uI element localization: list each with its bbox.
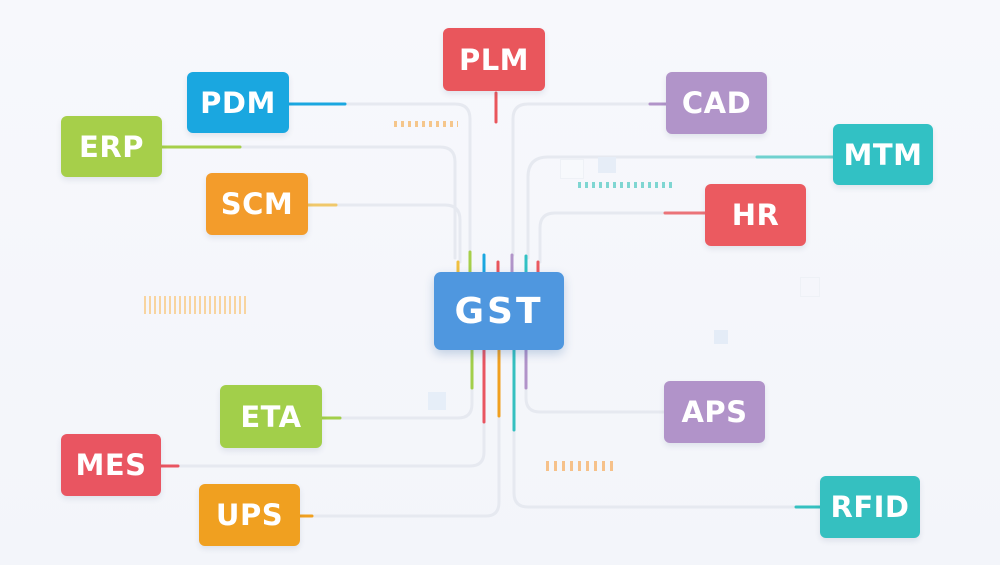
system-node-ups[interactable]: UPS (199, 484, 300, 546)
decor-stripes (144, 296, 246, 314)
decor-square (428, 392, 446, 410)
system-node-aps[interactable]: APS (664, 381, 765, 443)
system-node-mtm[interactable]: MTM (833, 124, 933, 185)
decor-dots (394, 121, 458, 127)
decor-square (714, 330, 728, 344)
decor-square (598, 157, 616, 173)
system-node-cad[interactable]: CAD (666, 72, 767, 134)
decor-square (560, 159, 584, 179)
system-node-erp[interactable]: ERP (61, 116, 162, 177)
decor-chevrons (546, 461, 618, 471)
hub-gst[interactable]: GST (434, 272, 564, 350)
system-node-plm[interactable]: PLM (443, 28, 545, 91)
system-node-rfid[interactable]: RFID (820, 476, 920, 538)
system-node-scm[interactable]: SCM (206, 173, 308, 235)
decor-square (800, 277, 820, 297)
system-node-eta[interactable]: ETA (220, 385, 322, 448)
system-node-hr[interactable]: HR (705, 184, 806, 246)
system-node-pdm[interactable]: PDM (187, 72, 289, 133)
decor-dots (578, 182, 676, 188)
system-node-mes[interactable]: MES (61, 434, 161, 496)
